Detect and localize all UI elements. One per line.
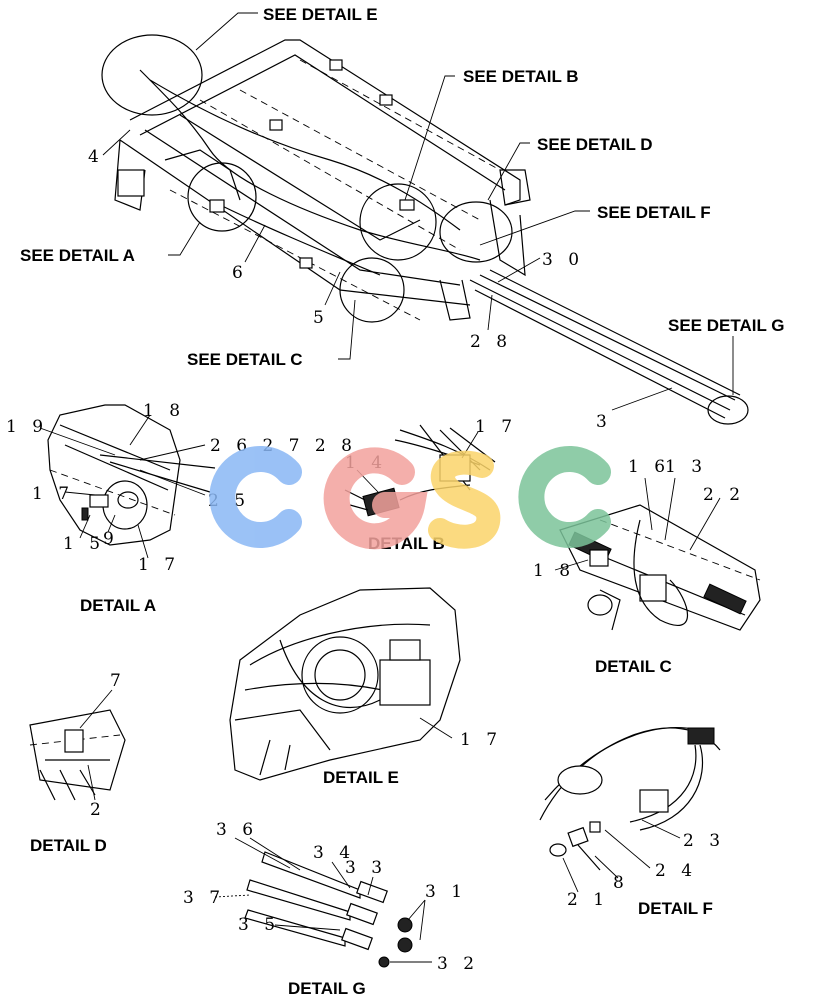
- part-number-label: 2 1: [567, 890, 609, 910]
- callout-detail-c: SEE DETAIL C: [187, 350, 303, 369]
- part-number-label: 1 7: [460, 730, 502, 750]
- caption-detail-e: DETAIL E: [323, 768, 399, 787]
- part-number-label: 1 7: [32, 484, 74, 504]
- callout-detail-b: SEE DETAIL B: [463, 67, 579, 86]
- part-number-label: 1 9: [6, 417, 48, 437]
- callout-detail-f: SEE DETAIL F: [597, 203, 711, 222]
- part-number-label: 5: [313, 308, 329, 328]
- caption-detail-a: DETAIL A: [80, 596, 156, 615]
- part-number-label: 3 1: [425, 882, 467, 902]
- part-number-label: 3: [596, 412, 612, 432]
- part-number-label: 1 7: [138, 555, 180, 575]
- detail-c-view: [554, 477, 761, 631]
- part-number-label: 1 5: [63, 534, 105, 554]
- part-number-label: 7: [110, 671, 126, 691]
- caption-detail-d: DETAIL D: [30, 836, 107, 855]
- part-number-label: 3 4: [313, 843, 355, 863]
- caption-detail-f: DETAIL F: [638, 899, 713, 918]
- detail-g-view: [214, 837, 432, 968]
- caption-detail-c: DETAIL C: [595, 657, 672, 676]
- detail-d-view: [29, 689, 126, 801]
- part-number-label: 2 2: [703, 485, 745, 505]
- callout-detail-e: SEE DETAIL E: [263, 5, 378, 24]
- part-number-label: 3 7: [183, 888, 225, 908]
- part-number-label: 2 3: [683, 831, 725, 851]
- part-number-label: 9: [103, 529, 119, 549]
- part-number-label: 3 3: [345, 858, 387, 878]
- part-number-label: 2 4: [655, 861, 697, 881]
- caption-detail-g: DETAIL G: [288, 979, 366, 998]
- part-number-label: 1 7: [475, 417, 517, 437]
- callout-detail-g: SEE DETAIL G: [668, 316, 785, 335]
- part-number-label: 6: [232, 263, 248, 283]
- callout-detail-d: SEE DETAIL D: [537, 135, 653, 154]
- part-number-label: 3 2: [437, 954, 479, 974]
- part-number-label: 1 8: [143, 401, 185, 421]
- part-number-label: 2: [90, 800, 106, 820]
- part-number-label: 3 0: [542, 250, 584, 270]
- part-number-label: 8: [613, 873, 629, 893]
- part-number-label: 1 6: [628, 457, 670, 477]
- callout-detail-a: SEE DETAIL A: [20, 246, 135, 265]
- main-assembly-view: [101, 12, 749, 425]
- cgsc-watermark-logo: [209, 446, 611, 550]
- detail-a-view: [39, 404, 216, 559]
- part-number-label: 1 8: [533, 561, 575, 581]
- detail-f-view: [539, 727, 721, 893]
- part-number-label: 3 5: [238, 915, 280, 935]
- part-number-label: 3 6: [216, 820, 258, 840]
- detail-e-view: [229, 587, 461, 781]
- part-number-label: 4: [88, 147, 104, 167]
- part-number-label: 1 3: [665, 457, 707, 477]
- part-number-label: 2 8: [470, 332, 512, 352]
